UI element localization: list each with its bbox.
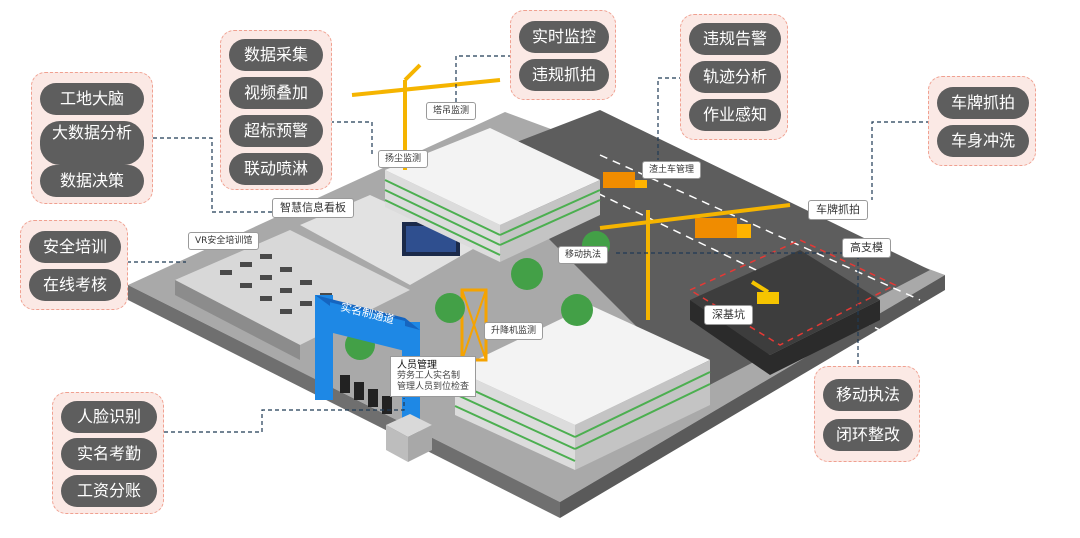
label-hoist: 升降机监测 [484,322,544,340]
group-violation: 违规告警 轨迹分析 作业感知 [680,14,788,140]
guard-booth [386,414,432,462]
label-plate-capture: 车牌抓拍 [808,200,868,220]
btn-big-data-analysis[interactable]: 大数据分析 [40,121,144,165]
btn-online-exam[interactable]: 在线考核 [29,269,121,301]
tower-crane-right [599,203,791,320]
btn-closed-loop-fix[interactable]: 闭环整改 [823,419,913,451]
leader-line [330,121,373,155]
personnel-panel: 人员管理 劳务工人实名制 管理人员到位检查 [390,356,477,397]
label-dust-monitor: 扬尘监测 [378,150,429,168]
group-plate: 车牌抓拍 车身冲洗 [928,76,1036,166]
btn-site-brain[interactable]: 工地大脑 [40,83,144,115]
btn-violation-alarm[interactable]: 违规告警 [689,23,781,55]
label-vr-hall: VR安全培训馆 [188,232,260,250]
btn-mobile-enforcement[interactable]: 移动执法 [823,379,913,411]
btn-video-overlay[interactable]: 视频叠加 [229,77,323,109]
btn-wage-split[interactable]: 工资分账 [61,475,157,507]
leader-line [164,398,405,433]
site-base-left-side [128,285,560,518]
building-lower [454,305,711,470]
btn-face-recognition[interactable]: 人脸识别 [61,401,157,433]
muck-truck [603,172,751,238]
personnel-title: 人员管理 [397,360,437,371]
btn-work-sensing[interactable]: 作业感知 [689,99,781,131]
btn-realtime-monitor[interactable]: 实时监控 [519,21,609,53]
btn-linked-spray[interactable]: 联动喷淋 [229,153,323,185]
group-data-collect: 数据采集 视频叠加 超标预警 联动喷淋 [220,30,332,190]
btn-safety-training[interactable]: 安全培训 [29,231,121,263]
label-high-formwork: 高支模 [842,238,891,258]
leader-line [657,77,683,160]
btn-data-collection[interactable]: 数据采集 [229,39,323,71]
leader-line [153,137,272,213]
group-site-brain: 工地大脑 大数据分析 数据决策 [31,72,153,204]
label-muck-truck: 渣土车管理 [642,161,702,179]
btn-plate-capture[interactable]: 车牌抓拍 [937,87,1029,119]
label-mobile-enforce: 移动执法 [558,246,609,264]
leader-line [455,55,512,102]
site-base-right-side [560,275,945,518]
group-face: 人脸识别 实名考勤 工资分账 [52,392,164,514]
building-upper [384,128,601,262]
btn-violation-capture[interactable]: 违规抓拍 [519,59,609,91]
group-mobile: 移动执法 闭环整改 [814,366,920,462]
deep-pit-area [690,250,880,355]
btn-trajectory-analysis[interactable]: 轨迹分析 [689,61,781,93]
tree [561,294,593,326]
label-deep-pit: 深基坑 [704,305,753,325]
btn-data-decision[interactable]: 数据决策 [40,165,144,197]
group-monitoring: 实时监控 违规抓拍 [510,10,616,100]
btn-truck-wash[interactable]: 车身冲洗 [937,125,1029,157]
personnel-line2: 管理人员到位检查 [397,382,470,392]
tree [435,293,465,323]
btn-overlimit-warning[interactable]: 超标预警 [229,115,323,147]
btn-realname-attendance[interactable]: 实名考勤 [61,438,157,470]
leader-line [871,121,930,200]
group-training: 安全培训 在线考核 [20,220,128,310]
personnel-line1: 劳务工人实名制 [397,371,461,381]
tree [511,258,543,290]
label-smart-board: 智慧信息看板 [272,198,354,218]
excavator [750,280,779,304]
label-tower-crane: 塔吊监测 [426,102,477,120]
